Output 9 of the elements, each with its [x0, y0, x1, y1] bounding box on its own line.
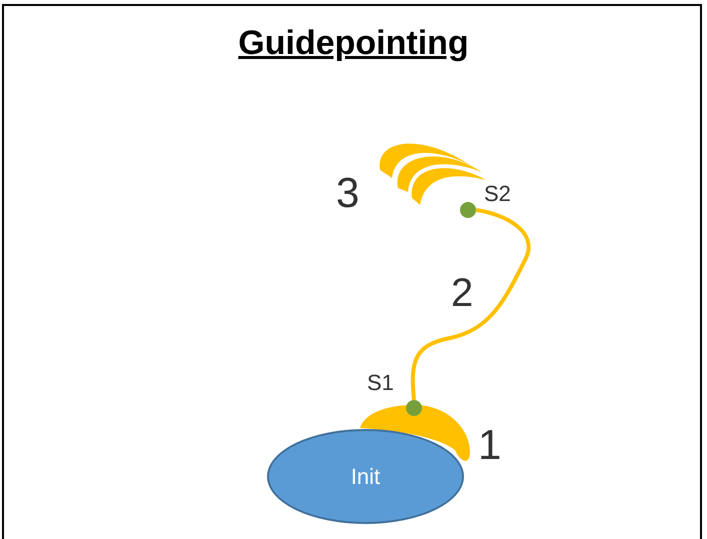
- point-dot: [460, 202, 476, 218]
- connector-line: [410, 208, 530, 400]
- title: Guidepointing: [237, 24, 470, 63]
- init-ellipse: Init: [267, 429, 464, 524]
- point-dot: [406, 400, 422, 416]
- step-number: 3: [336, 172, 360, 214]
- point-label: S1: [367, 372, 394, 394]
- point-label: S2: [484, 183, 511, 205]
- step-number: 1: [478, 424, 502, 466]
